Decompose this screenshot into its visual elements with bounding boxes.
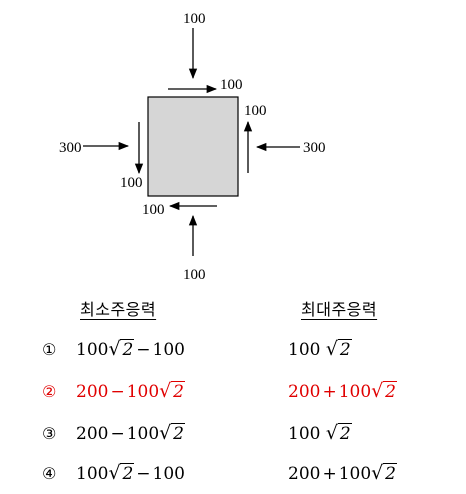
- bottom-load-label: 100: [183, 267, 206, 283]
- option-3-max-stress: 100 2: [288, 422, 352, 444]
- min-stress-header: 최소주응력: [80, 300, 157, 319]
- option-2-number: ②: [42, 382, 57, 401]
- stress-element-diagram: 100 100 100 300 300 100 100 100: [59, 11, 326, 283]
- top-shear-label: 100: [220, 77, 243, 93]
- top-load-label: 100: [183, 11, 206, 27]
- left-load-label: 300: [59, 140, 82, 156]
- stress-element-square: [147, 96, 239, 197]
- option-3-number: ③: [42, 424, 57, 443]
- right-load-label: 300: [303, 140, 326, 156]
- option-4-number: ④: [42, 464, 57, 483]
- option-1-max-stress: 100 2: [288, 338, 352, 360]
- left-shear-label: 100: [120, 175, 143, 191]
- max-stress-header: 최대주응력: [301, 300, 378, 319]
- right-shear-label: 100: [244, 103, 267, 119]
- bottom-shear-label: 100: [142, 202, 165, 218]
- option-1-number: ①: [42, 340, 57, 359]
